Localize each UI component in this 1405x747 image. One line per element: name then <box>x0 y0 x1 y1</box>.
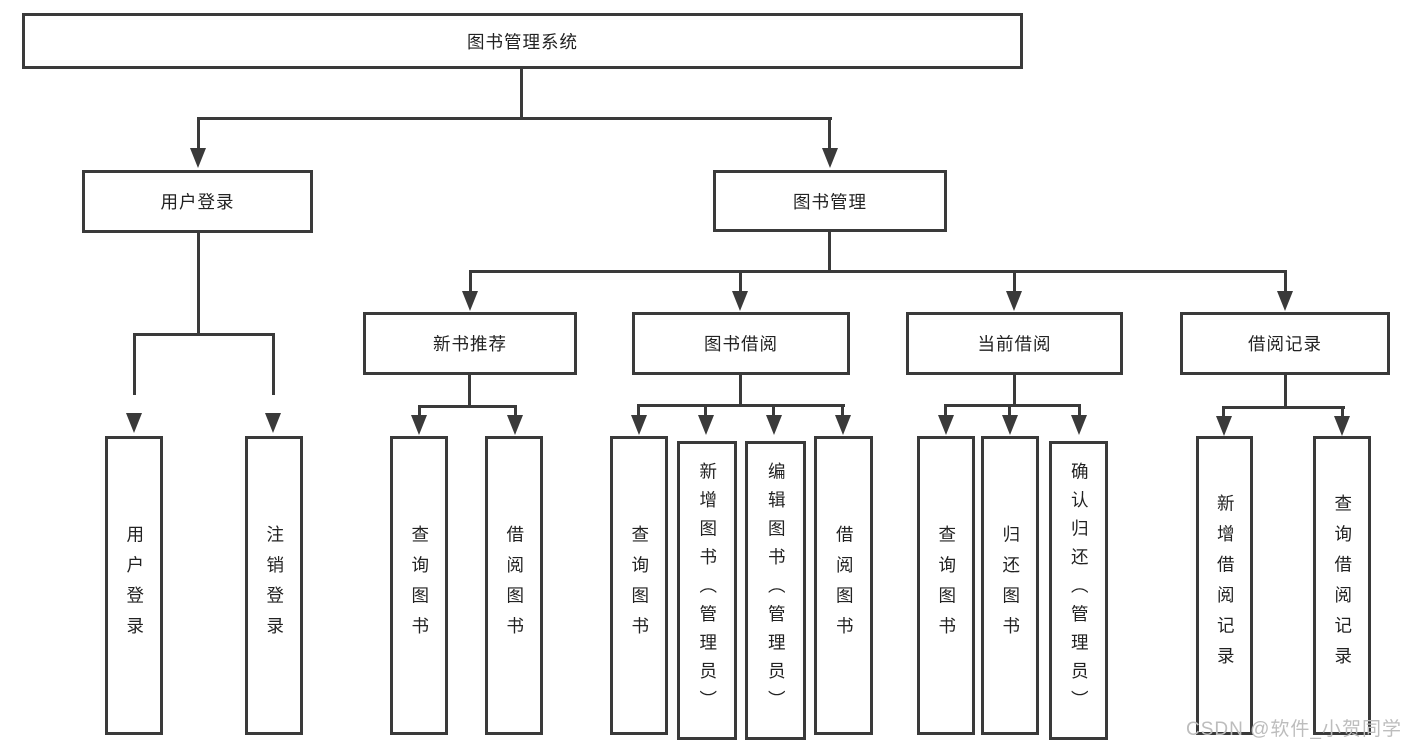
connector-drop-book-borrow <box>739 270 742 293</box>
arrow-bb-edit-icon <box>766 415 782 435</box>
connector-drop-br-query <box>1341 406 1344 417</box>
arrow-nb-query-icon <box>411 415 427 435</box>
node-leaf-br-add-label: 新增借阅记录 <box>1215 494 1236 677</box>
node-leaf-nb-borrow-label: 借阅图书 <box>504 524 525 647</box>
arrow-leaf-login-icon <box>126 413 142 433</box>
node-book-mgmt-label: 图书管理 <box>793 191 867 212</box>
node-user-login: 用户登录 <box>82 170 313 233</box>
connector-drop-bb-query <box>637 404 640 416</box>
node-leaf-nb-query-label: 查询图书 <box>409 524 430 647</box>
node-borrow-rec-label: 借阅记录 <box>1248 334 1322 354</box>
node-leaf-br-query-label: 查询借阅记录 <box>1332 494 1353 677</box>
node-root: 图书管理系统 <box>22 13 1023 69</box>
node-leaf-cb-confirm-label: 确认归还（管理员） <box>1069 462 1090 719</box>
node-user-login-label: 用户登录 <box>160 192 235 212</box>
node-leaf-bb-edit: 编辑图书（管理员） <box>745 441 806 740</box>
connector-drop-br-add <box>1222 406 1225 417</box>
connector-bb-horizontal <box>637 404 845 407</box>
connector-br-horizontal <box>1222 406 1345 409</box>
connector-drop-nb-borrow <box>514 405 517 417</box>
arrow-br-query-icon <box>1334 416 1350 436</box>
node-leaf-br-add: 新增借阅记录 <box>1196 436 1253 735</box>
node-root-label: 图书管理系统 <box>467 31 578 52</box>
connector-drop-borrow-rec <box>1284 270 1287 293</box>
node-new-book-label: 新书推荐 <box>433 334 507 354</box>
node-leaf-nb-query: 查询图书 <box>390 436 448 735</box>
connector-mgmt-stem <box>828 232 831 273</box>
node-cur-borrow: 当前借阅 <box>906 312 1123 375</box>
connector-drop-nb-query <box>418 405 421 417</box>
connector-drop-leaf-logout <box>272 333 275 395</box>
arrow-br-add-icon <box>1216 416 1232 436</box>
node-leaf-cb-confirm: 确认归还（管理员） <box>1049 441 1108 740</box>
arrow-cb-confirm-icon <box>1071 415 1087 435</box>
arrow-bb-borrow-icon <box>835 415 851 435</box>
connector-drop-new-book <box>469 270 472 293</box>
node-leaf-cb-return-label: 归还图书 <box>1000 524 1021 647</box>
node-book-mgmt: 图书管理 <box>713 170 947 232</box>
connector-drop-user-login <box>197 117 200 150</box>
node-leaf-logout-label: 注销登录 <box>264 524 285 647</box>
arrow-bb-add-icon <box>698 415 714 435</box>
arrow-book-mgmt-icon <box>822 148 838 168</box>
connector-login-stem <box>197 233 200 334</box>
node-leaf-bb-borrow-label: 借阅图书 <box>834 524 855 647</box>
node-leaf-bb-add-label: 新增图书（管理员） <box>697 462 718 719</box>
arrow-leaf-logout-icon <box>265 413 281 433</box>
connector-drop-leaf-login <box>133 333 136 395</box>
connector-br-stem <box>1284 375 1287 408</box>
connector-drop-book-mgmt <box>828 117 831 150</box>
connector-login-horizontal <box>133 333 275 336</box>
arrow-bb-query-icon <box>631 415 647 435</box>
arrow-book-borrow-icon <box>732 291 748 311</box>
node-leaf-bb-query: 查询图书 <box>610 436 668 735</box>
node-new-book: 新书推荐 <box>363 312 577 375</box>
node-leaf-bb-add: 新增图书（管理员） <box>677 441 737 740</box>
node-leaf-bb-query-label: 查询图书 <box>629 524 650 647</box>
csdn-watermark: CSDN @软件_小贺同学 <box>1186 719 1402 740</box>
connector-level1-horizontal <box>197 117 832 120</box>
node-leaf-user-login: 用户登录 <box>105 436 163 735</box>
connector-drop-cb-return <box>1008 404 1011 416</box>
node-cur-borrow-label: 当前借阅 <box>977 334 1052 354</box>
node-leaf-cb-return: 归还图书 <box>981 436 1039 735</box>
connector-drop-cb-query <box>944 404 947 416</box>
connector-drop-bb-add <box>704 404 707 416</box>
arrow-borrow-rec-icon <box>1277 291 1293 311</box>
arrow-cb-query-icon <box>938 415 954 435</box>
node-leaf-bb-borrow: 借阅图书 <box>814 436 873 735</box>
connector-drop-cb-confirm <box>1078 404 1081 416</box>
node-book-borrow-label: 图书借阅 <box>704 334 778 354</box>
node-leaf-cb-query: 查询图书 <box>917 436 975 735</box>
connector-bb-stem <box>739 375 742 406</box>
connector-drop-bb-edit <box>772 404 775 416</box>
node-leaf-bb-edit-label: 编辑图书（管理员） <box>766 462 787 719</box>
connector-cb-stem <box>1013 375 1016 405</box>
node-leaf-br-query: 查询借阅记录 <box>1313 436 1371 735</box>
node-leaf-user-login-label: 用户登录 <box>124 524 145 647</box>
connector-mgmt-horizontal <box>469 270 1287 273</box>
node-book-borrow: 图书借阅 <box>632 312 850 375</box>
connector-root-stem <box>520 69 523 120</box>
arrow-cb-return-icon <box>1002 415 1018 435</box>
arrow-cur-borrow-icon <box>1006 291 1022 311</box>
connector-cb-horizontal <box>944 404 1081 407</box>
node-leaf-nb-borrow: 借阅图书 <box>485 436 543 735</box>
arrow-user-login-icon <box>190 148 206 168</box>
connector-drop-bb-borrow <box>841 404 844 416</box>
node-leaf-cb-query-label: 查询图书 <box>936 524 957 647</box>
connector-nb-horizontal <box>418 405 517 408</box>
arrow-new-book-icon <box>462 291 478 311</box>
node-borrow-rec: 借阅记录 <box>1180 312 1390 375</box>
connector-drop-cur-borrow <box>1013 270 1016 293</box>
arrow-nb-borrow-icon <box>507 415 523 435</box>
connector-nb-stem <box>468 375 471 408</box>
node-leaf-logout: 注销登录 <box>245 436 303 735</box>
